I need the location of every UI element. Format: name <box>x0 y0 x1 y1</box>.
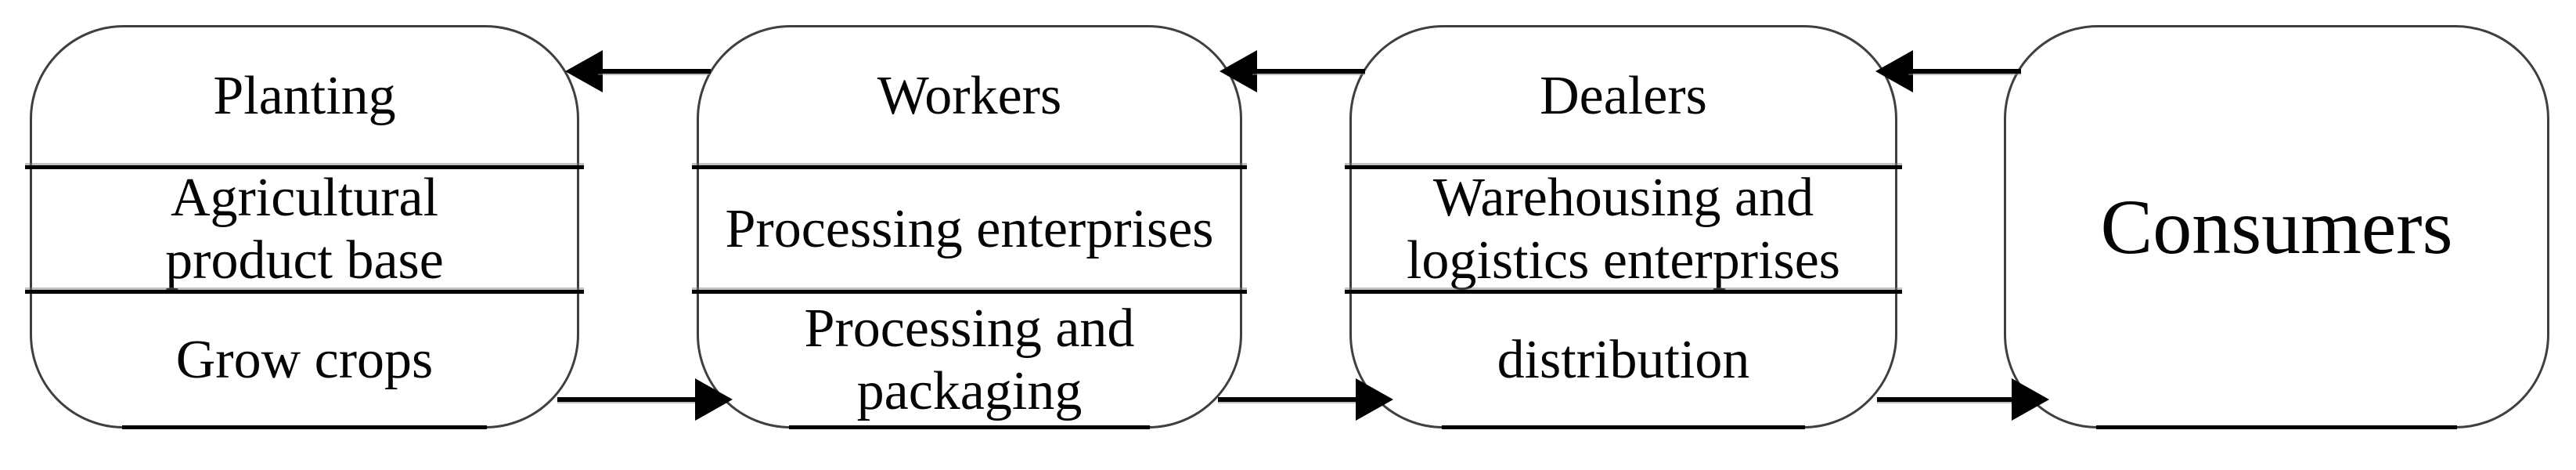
divider <box>1345 290 1902 294</box>
arrow-top-3-head-icon <box>1875 50 1913 92</box>
box-planting: Planting Agricultural product base Grow … <box>25 25 584 429</box>
box-planting-title: Planting <box>213 66 396 126</box>
box-planting-row-activity: Grow crops <box>32 294 577 426</box>
box-processing-activity-line2: packaging <box>856 360 1083 421</box>
box-planting-row-entity: Agricultural product base <box>32 168 577 291</box>
arrow-bottom-3-head-icon <box>2012 378 2049 421</box>
box-bottom-edge <box>789 425 1150 429</box>
box-dealers-title: Dealers <box>1540 66 1707 126</box>
box-consumers-row-title: Consumers <box>2006 27 2547 426</box>
arrow-top-1-head-icon <box>565 50 603 92</box>
arrow-bottom-2-head-icon <box>1356 378 1393 421</box>
divider <box>692 290 1247 294</box>
box-processing-title: Workers <box>877 66 1062 126</box>
box-dealers-row-activity: distribution <box>1352 294 1895 426</box>
box-processing-row-activity: Processing and packaging <box>699 294 1240 426</box>
divider <box>25 165 584 169</box>
box-consumers: Consumers <box>2004 25 2549 429</box>
arrow-top-1-line <box>598 69 711 74</box>
box-processing-row-title: Workers <box>699 27 1240 165</box>
box-processing: Workers Processing enterprises Processin… <box>692 25 1247 429</box>
box-planting-activity: Grow crops <box>175 329 434 390</box>
divider <box>1345 165 1902 169</box>
box-dealers-activity: distribution <box>1497 329 1750 390</box>
box-bottom-edge <box>1442 425 1805 429</box>
divider <box>692 165 1247 169</box>
box-processing-entity: Processing enterprises <box>725 199 1214 259</box>
box-dealers-entity-line2: logistics enterprises <box>1406 230 1841 291</box>
arrow-bottom-2-line <box>1218 397 1359 402</box>
box-bottom-edge <box>2096 425 2457 429</box>
box-planting-entity-line1: Agricultural <box>170 168 439 228</box>
box-planting-row-title: Planting <box>32 27 577 165</box>
box-consumers-title: Consumers <box>2100 183 2453 270</box>
arrow-top-2-head-icon <box>1220 50 1257 92</box>
arrow-bottom-1-line <box>557 397 698 402</box>
arrow-top-3-line <box>1908 69 2021 74</box>
box-dealers-entity-line1: Warehousing and <box>1432 168 1814 228</box>
box-dealers-row-title: Dealers <box>1352 27 1895 165</box>
divider <box>25 290 584 294</box>
box-processing-row-entity: Processing enterprises <box>699 169 1240 290</box>
arrow-bottom-1-head-icon <box>695 378 733 421</box>
box-dealers-row-entity: Warehousing and logistics enterprises <box>1352 168 1895 291</box>
box-processing-activity-line1: Processing and <box>804 298 1135 359</box>
box-dealers: Dealers Warehousing and logistics enterp… <box>1345 25 1902 429</box>
box-bottom-edge <box>122 425 487 429</box>
arrow-top-2-line <box>1252 69 1365 74</box>
box-planting-entity-line2: product base <box>165 230 444 291</box>
arrow-bottom-3-line <box>1877 397 2015 402</box>
